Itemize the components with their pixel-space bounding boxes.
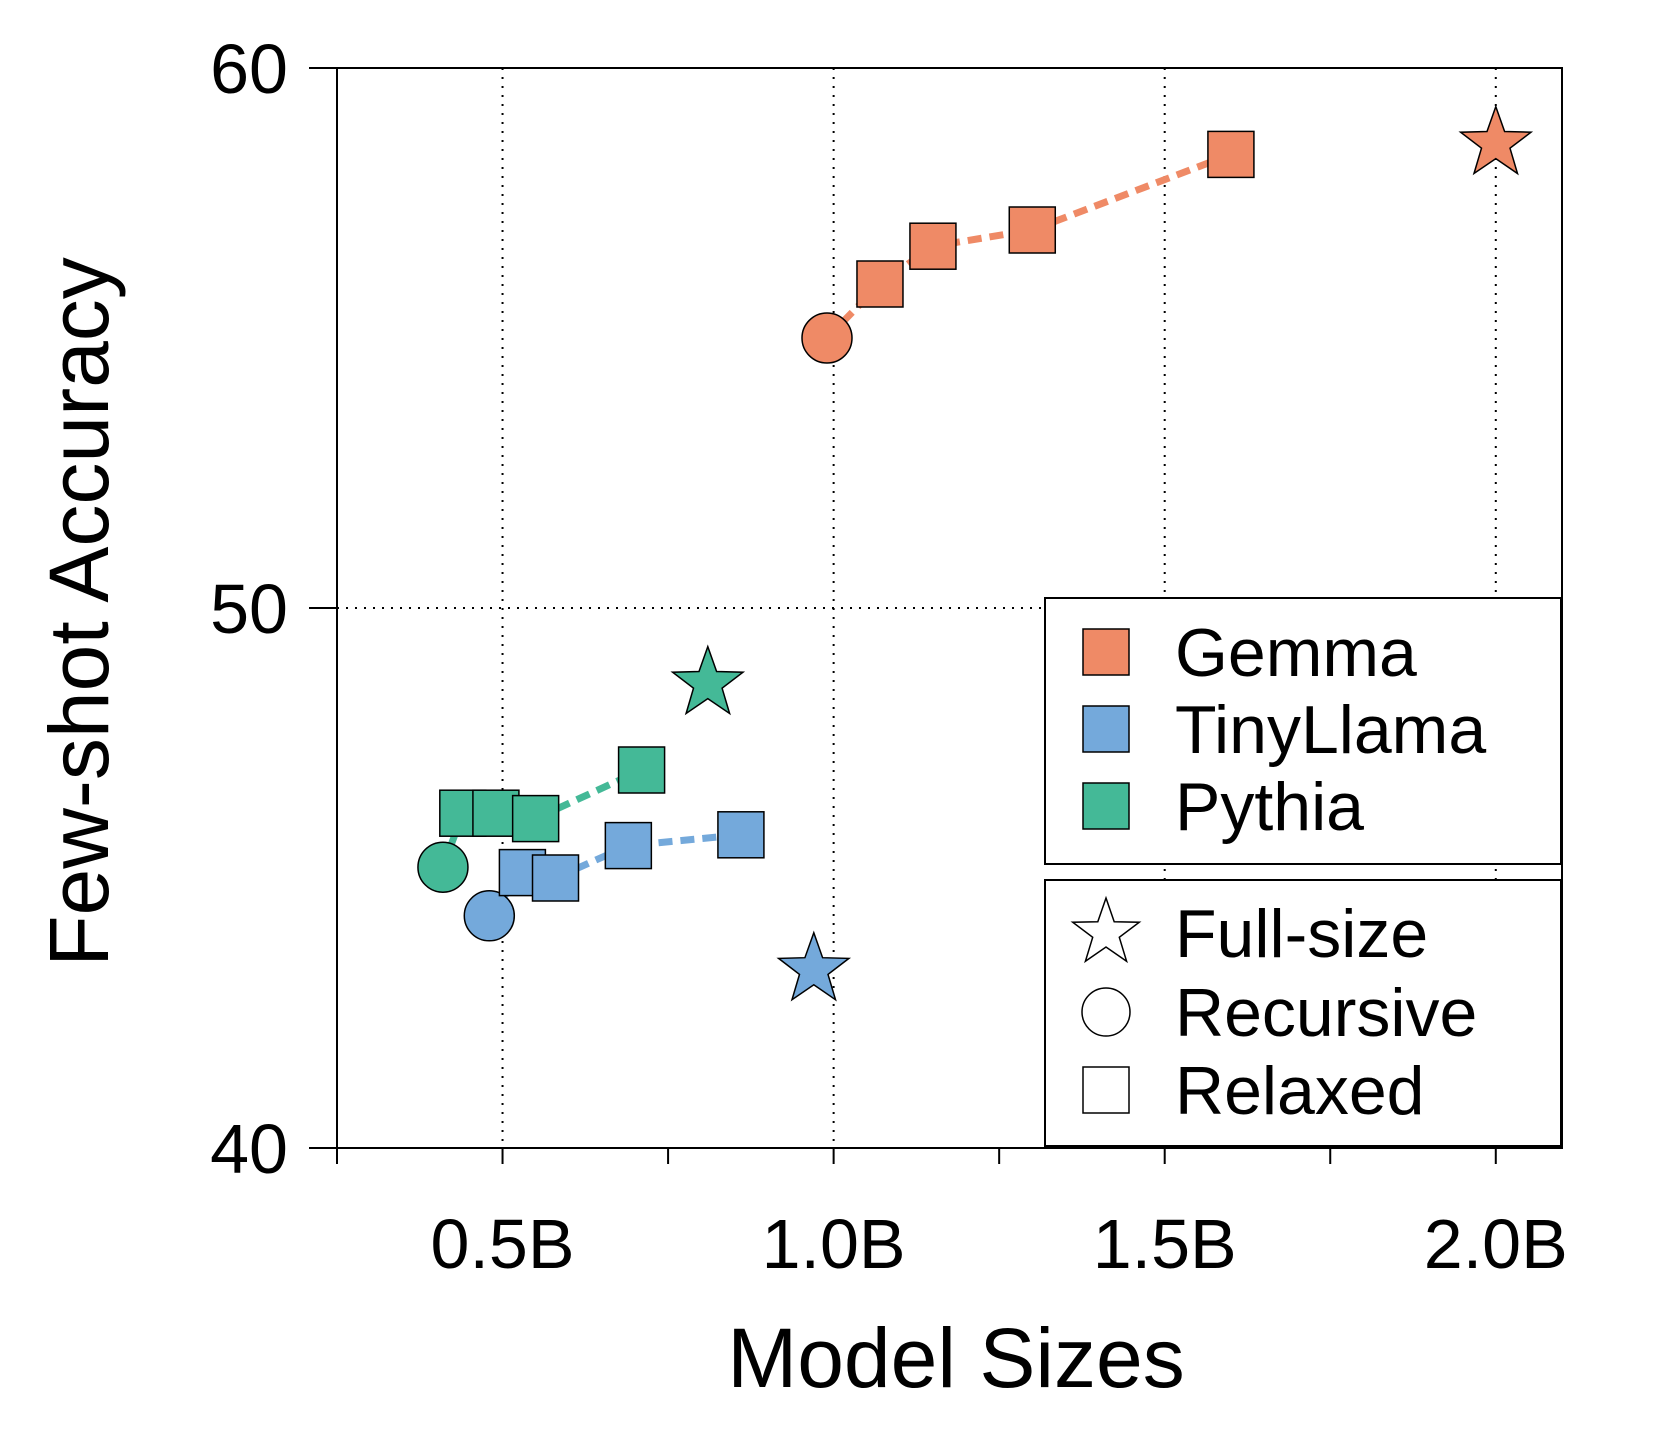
legend-circle-icon — [1081, 987, 1131, 1037]
legend-label: Pythia — [1175, 769, 1364, 845]
legend-swatch — [1082, 628, 1130, 676]
recursive-point — [417, 841, 469, 893]
full-size-point — [776, 930, 852, 1002]
x-tick-label: 2.0B — [1424, 1205, 1568, 1283]
relaxed-point — [856, 260, 904, 308]
full-size-point — [1458, 104, 1534, 176]
legend-series-frame — [1044, 597, 1562, 865]
y-tick-label: 50 — [210, 570, 288, 648]
legend-swatch — [1082, 782, 1130, 830]
relaxed-point — [1008, 206, 1057, 254]
legend-label: Full-size — [1175, 896, 1428, 972]
x-tick-label: 1.5B — [1093, 1205, 1237, 1283]
recursive-point — [463, 890, 516, 942]
tick-labels: 0.5B 1.0B 1.5B 2.0B 40 50 60 — [210, 30, 1568, 1283]
legend-label: Gemma — [1175, 615, 1417, 691]
y-tick-label: 60 — [210, 30, 288, 108]
relaxed-point — [531, 854, 580, 902]
legend-square-icon — [1082, 1066, 1130, 1114]
full-size-point — [670, 644, 746, 716]
recursive-point — [801, 312, 853, 364]
legend-label: Recursive — [1175, 975, 1477, 1051]
x-tick-label: 1.0B — [762, 1205, 906, 1283]
legend-swatch — [1082, 705, 1130, 753]
relaxed-point — [717, 811, 765, 859]
y-axis-title: Few-shot Accuracy — [32, 257, 126, 967]
legend-star-icon — [1070, 895, 1142, 964]
relaxed-point — [909, 222, 957, 270]
relaxed-point — [617, 746, 666, 794]
series-line — [486, 831, 742, 918]
legend-label: TinyLlama — [1175, 692, 1486, 768]
legend-label: Relaxed — [1175, 1053, 1425, 1129]
data-points — [417, 104, 1534, 1002]
x-axis-title: Model Sizes — [727, 1311, 1185, 1405]
relaxed-point — [511, 794, 560, 843]
relaxed-point — [604, 821, 653, 870]
x-tick-label: 0.5B — [431, 1205, 575, 1283]
y-tick-label: 40 — [210, 1110, 288, 1188]
relaxed-point — [1207, 130, 1255, 179]
